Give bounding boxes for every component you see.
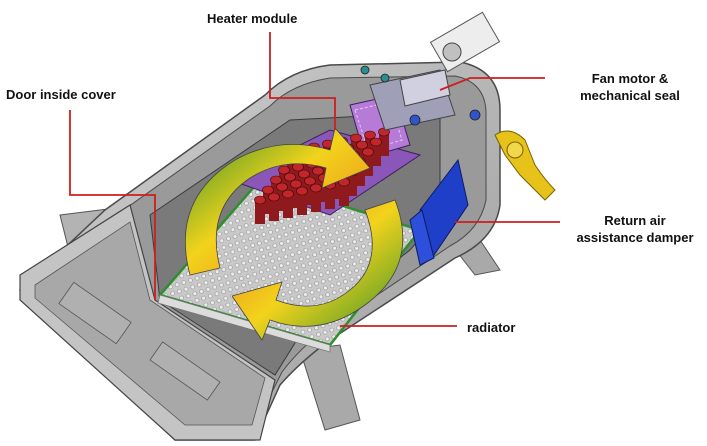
leader-door-inside-cover (69, 110, 156, 300)
heater-tube-end (370, 137, 382, 147)
heater-tube-end (270, 175, 282, 185)
heater-tube (311, 188, 321, 212)
label-fan-motor-line1: Fan motor & (591, 71, 669, 86)
return-air-damper (409, 158, 469, 266)
label-radiator: radiator (467, 320, 516, 335)
heater-tube (279, 170, 289, 194)
heater-tube (355, 162, 365, 186)
yellow-fittings (494, 130, 556, 201)
heater-tube-end (276, 182, 288, 192)
heater-tube (271, 180, 281, 204)
heater-tube-end (278, 165, 290, 175)
heater-tube (301, 157, 311, 181)
heater-tube (297, 191, 307, 215)
heater-tube-end (350, 133, 362, 143)
heater-tube-end (304, 176, 316, 186)
fan-motor-assembly (360, 11, 501, 131)
heater-tube (333, 175, 343, 199)
heater-tube (325, 185, 335, 209)
heater-tube (365, 135, 375, 159)
heater-tube (351, 138, 361, 162)
heater-tube (291, 184, 301, 208)
heater-tube (277, 187, 287, 211)
heater-tube-end (262, 185, 274, 195)
label-return-air-line2: assistance damper (576, 230, 694, 245)
leader-fan-motor (439, 77, 545, 91)
heater-tube (285, 177, 295, 201)
heater-tube (269, 197, 279, 221)
leader-heater-module (269, 32, 336, 130)
door-frame (19, 204, 276, 441)
heater-tube (313, 171, 323, 195)
heater-tube-end (296, 186, 308, 196)
heater-tube (287, 160, 297, 184)
heater-tube (255, 200, 265, 224)
label-door-inside-cover: Door inside cover (6, 87, 116, 102)
heater-tube-end (364, 130, 376, 140)
heater-tube (307, 164, 317, 188)
heater-tube (371, 142, 381, 166)
heater-tube-end (290, 179, 302, 189)
airflow-arrow-top (184, 127, 371, 276)
label-return-air-damper: Return air assistance damper (565, 212, 705, 246)
heater-tube-end (284, 172, 296, 182)
heater-tube (363, 152, 373, 176)
label-fan-motor: Fan motor & mechanical seal (560, 70, 700, 104)
label-heater-module: Heater module (207, 11, 298, 26)
heater-tube-end (356, 140, 368, 150)
heater-tube-end (254, 195, 266, 205)
heater-tube (379, 132, 389, 156)
airflow-arrows (184, 127, 404, 341)
heater-tube (339, 182, 349, 206)
airflow-arrow-bottom (231, 199, 404, 341)
heater-tube-end (362, 147, 374, 157)
heater-tube (319, 178, 329, 202)
leader-lines (69, 32, 560, 327)
label-fan-motor-line2: mechanical seal (580, 88, 680, 103)
heater-tube-end (268, 192, 280, 202)
heater-tube (283, 194, 293, 218)
heater-tube-end (310, 183, 322, 193)
heater-tube (347, 172, 357, 196)
label-return-air-line1: Return air (604, 213, 666, 228)
heater-tube (293, 167, 303, 191)
heater-tube (263, 190, 273, 214)
heater-tube (357, 145, 367, 169)
heater-tube-end (298, 169, 310, 179)
heater-tube (299, 174, 309, 198)
heater-tube-end (312, 166, 324, 176)
heater-tube-end (282, 189, 294, 199)
heater-tube (305, 181, 315, 205)
